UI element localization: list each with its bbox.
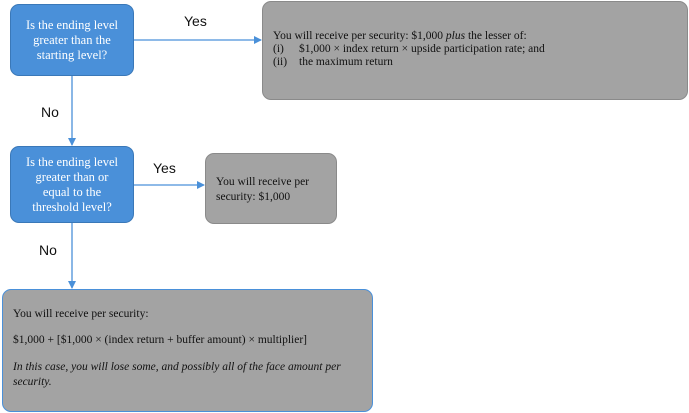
no-label-1: No xyxy=(41,104,59,120)
outcome-loss-line-1: You will receive per security: xyxy=(13,308,149,320)
outcome-upside-intro: You will receive per security: $1,000 pl… xyxy=(273,30,527,42)
outcome-upside-item-2: (ii) the maximum return xyxy=(273,56,393,68)
outcome-loss: You will receive per security: $1,000 + … xyxy=(2,289,373,412)
outcome-upside-item-1: (i) $1,000 × index return × upside parti… xyxy=(273,43,545,55)
outcome-loss-note: In this case, you will lose some, and po… xyxy=(13,361,341,388)
outcome-face-amount-text: You will receive per security: $1,000 xyxy=(216,176,310,203)
decision-ending-vs-threshold: Is the ending level greater than or equa… xyxy=(10,146,134,223)
no-label-2: No xyxy=(39,242,57,258)
outcome-loss-formula: $1,000 + [$1,000 × (index return + buffe… xyxy=(13,334,308,346)
outcome-face-amount: You will receive per security: $1,000 xyxy=(205,153,337,224)
decision-ending-vs-starting: Is the ending level greater than the sta… xyxy=(10,4,134,76)
yes-label-2: Yes xyxy=(153,160,176,176)
outcome-upside-return: You will receive per security: $1,000 pl… xyxy=(262,1,688,100)
decision-question-1: Is the ending level greater than the sta… xyxy=(26,17,118,62)
decision-question-2: Is the ending level greater than or equa… xyxy=(26,154,118,214)
yes-label-1: Yes xyxy=(184,13,207,29)
